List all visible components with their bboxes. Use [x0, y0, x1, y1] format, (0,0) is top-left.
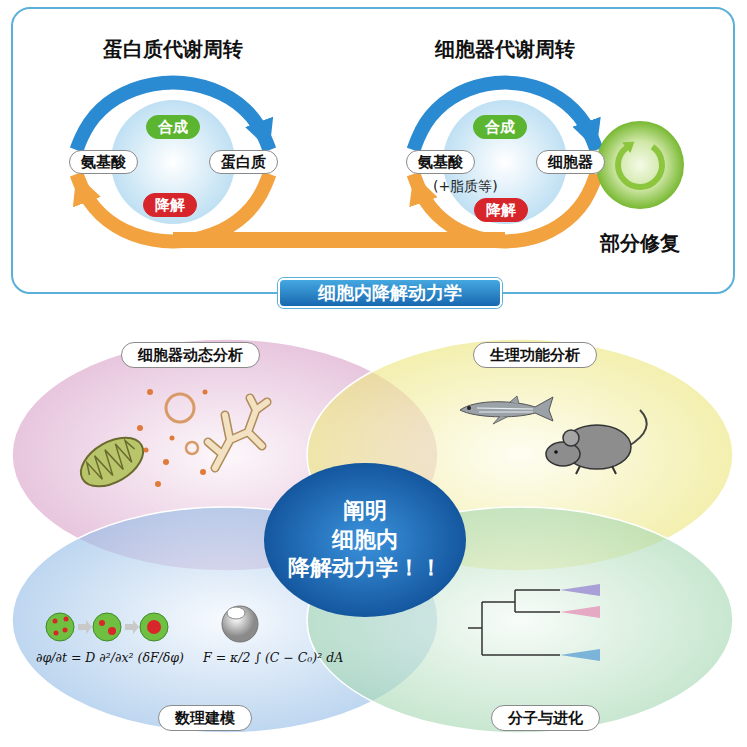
node-text: 生理功能分析 — [473, 342, 597, 368]
center-ellipse-shape — [264, 463, 466, 617]
repair-disc — [596, 121, 684, 209]
node-text: 数理建模 — [158, 705, 252, 731]
node-text: 合成 — [485, 117, 515, 137]
connector-layer — [77, 83, 597, 242]
molecule-pill: 蛋白质 — [209, 150, 278, 174]
repair-arrowhead — [623, 142, 634, 152]
molecule-pill: 细胞器 — [536, 150, 605, 174]
node-text: 蛋白质代谢周转 — [73, 36, 273, 63]
molecule-pill: 氨基酸(+脂质等) — [406, 150, 475, 174]
node-text: 细胞内降解动力学 — [318, 282, 462, 304]
node-text: 部分修复 — [555, 230, 725, 257]
node-text: 氨基酸 — [81, 152, 126, 172]
molecule-pill: 氨基酸 — [69, 150, 138, 174]
node-text: 合成 — [158, 117, 188, 137]
node-text: (+脂质等) — [433, 176, 498, 196]
repair-circle: 部分修复 — [595, 120, 685, 210]
process-pill: 合成 — [146, 115, 200, 139]
node-text: 阐明 细胞内 降解动力学！！ — [279, 497, 451, 583]
node-text: 降解 — [486, 200, 516, 220]
node-text: 分子与进化 — [491, 705, 600, 731]
node-text: 降解 — [155, 195, 185, 215]
turnover-cycle: 合成降解 细胞器代谢周转 — [405, 30, 605, 255]
node-text: 细胞器代谢周转 — [405, 36, 605, 63]
process-pill: 降解 — [474, 198, 528, 222]
equation-label: F = κ/2 ∫ (C − C₀)² dA — [203, 650, 343, 665]
turnover-cycle: 合成降解 蛋白质代谢周转 — [73, 30, 273, 255]
node-shape — [73, 30, 273, 255]
node-text: 蛋白质 — [221, 152, 266, 172]
process-pill: 降解 — [143, 193, 197, 217]
node-text: 氨基酸 — [418, 152, 463, 172]
node-shape — [595, 120, 685, 210]
process-pill: 合成 — [473, 115, 527, 139]
top-panel — [12, 8, 734, 293]
center-ellipse: 阐明 细胞内 降解动力学！！ — [263, 462, 467, 618]
node-text: 细胞器动态分析 — [121, 342, 260, 368]
equation-label: ∂φ/∂t = D ∂²/∂x² (δF/δφ) — [36, 650, 184, 665]
title-banner: 细胞内降解动力学 — [278, 278, 502, 308]
repair-arrow — [618, 147, 662, 187]
node-text: 细胞器 — [548, 152, 593, 172]
